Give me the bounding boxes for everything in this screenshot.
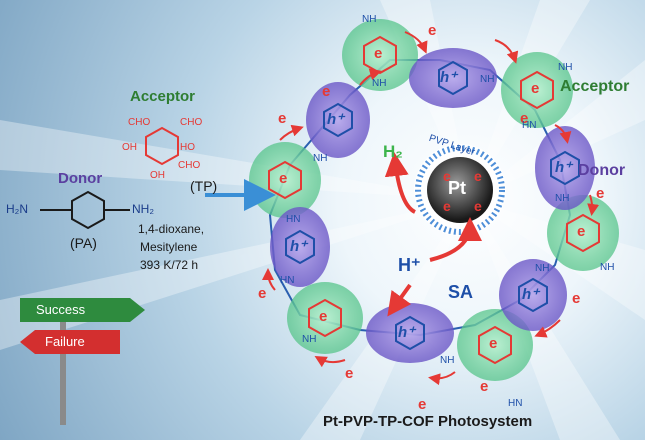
caption: Pt-PVP-TP-COF Photosystem [323,413,533,430]
condition-line-3: 393 K/72 h [140,258,199,272]
nh-label: NH [555,193,570,204]
sign-success: Success [36,302,86,317]
oh-left: OH [122,142,137,153]
h-plus-label: H⁺ [398,255,421,275]
electron-label: e [572,290,581,307]
nh-label: NH [440,355,455,366]
h2-label: H₂ [383,142,403,161]
oh-bottom: OH [150,170,165,181]
nh-label: NH [480,74,495,85]
electron-label: e [443,168,451,184]
nh2-label: NH₂ [132,202,154,216]
hn-label: HN [522,120,537,131]
electron-label: e [489,335,498,352]
electron-label: e [596,185,605,202]
electron-label: e [319,308,328,325]
electron-label: e [474,168,482,184]
electron-label: e [443,198,451,214]
electron-label: e [428,22,437,39]
nh-label: NH [535,263,550,274]
hn-label: HN [508,398,523,409]
hole-label: h⁺ [555,159,573,176]
signpost [20,298,145,425]
nh-label: NH [313,153,328,164]
ring-donor-label: Donor [578,162,626,179]
cho-bottom: CHO [178,160,201,171]
oh-top: HO [180,142,195,153]
electron-label: e [418,396,427,413]
electron-label: e [474,198,482,214]
tp-label: (TP) [190,178,218,194]
hole-label: h⁺ [398,324,416,341]
cho-top-left: CHO [128,117,151,128]
sa-label: SA [448,282,474,302]
nh-label: NH [558,62,573,73]
cho-top-right: CHO [180,117,203,128]
pa-label: (PA) [70,235,97,251]
electron-label: e [480,378,489,395]
hn-label: HN [286,214,301,225]
nh-label: NH [302,334,317,345]
electron-label: e [345,365,354,382]
electron-label: e [520,110,529,127]
hole-label: h⁺ [290,238,308,255]
electron-label: e [577,223,586,240]
electron-label: e [374,45,383,62]
ring-acceptor-label: Acceptor [560,78,630,95]
electron-label: e [531,80,540,97]
nh-label: NH [600,262,615,273]
left-donor-label: Donor [58,170,103,187]
hole-label: h⁺ [327,111,345,128]
electron-label: e [258,285,267,302]
hole-label: h⁺ [522,286,540,303]
sign-failure: Failure [45,334,85,349]
pt-particle [414,144,506,236]
nh-label: NH [362,14,377,25]
h2n-label: H₂N [6,202,28,216]
electron-label: e [278,110,287,127]
electron-label: e [279,170,288,187]
pt-label: Pt [448,178,466,198]
condition-line-1: 1,4-dioxane, [138,222,205,236]
donor-nodes [270,48,595,363]
nh-label: NH [372,78,387,89]
electron-label: e [322,83,331,100]
condition-line-2: Mesitylene [140,240,198,254]
hn-label: HN [280,275,295,286]
left-acceptor-label: Acceptor [130,88,196,105]
hole-label: h⁺ [440,69,458,86]
